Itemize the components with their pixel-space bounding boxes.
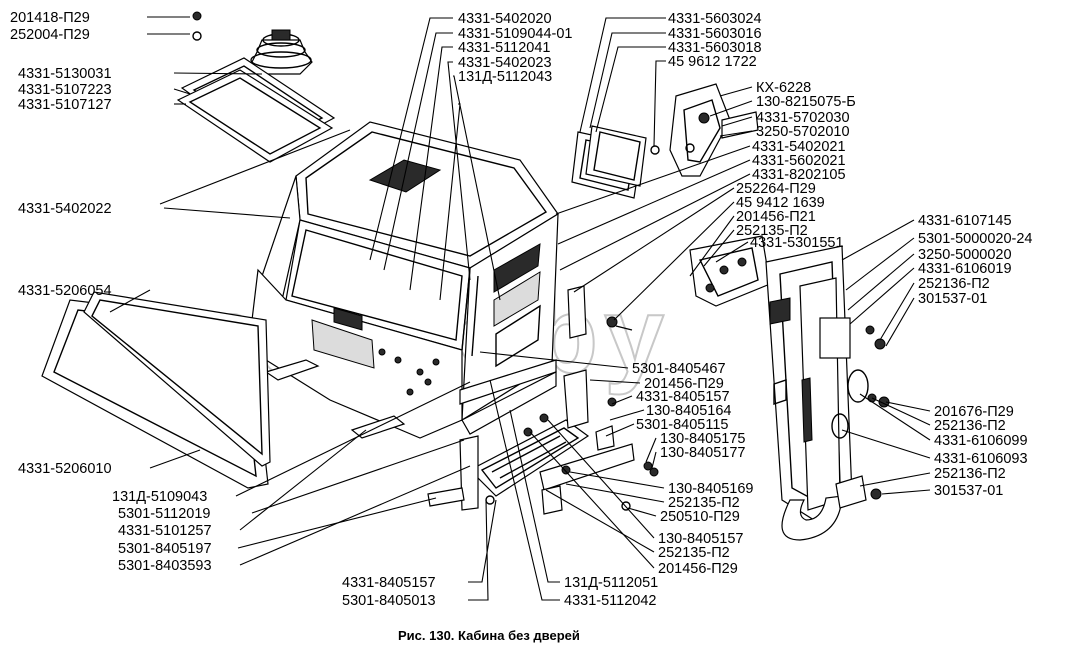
- part-label: 4331-5107223: [18, 82, 112, 98]
- part-label: 5301-8405197: [118, 541, 212, 557]
- part-label: 4331-5402022: [18, 201, 112, 217]
- part-label: 130-8405169: [668, 481, 753, 497]
- part-label: 201418-П29: [10, 10, 90, 26]
- part-label: 201456-П21: [736, 209, 816, 225]
- part-label: 130-8215075-Б: [756, 94, 856, 110]
- part-label: 4331-6106019: [918, 261, 1012, 277]
- part-label: 252004-П29: [10, 27, 90, 43]
- part-label: 5301-8403593: [118, 558, 212, 574]
- part-label: КХ-6228: [756, 80, 811, 96]
- part-label: 4331-5402021: [752, 139, 846, 155]
- part-label: 4331-5109044-01: [458, 26, 573, 42]
- part-label: 130-8405157: [658, 531, 743, 547]
- part-label: 4331-5130031: [18, 66, 112, 82]
- part-label: 4331-5603016: [668, 26, 762, 42]
- part-label: 131Д-5109043: [112, 489, 207, 505]
- part-label: 45 9412 1639: [736, 195, 825, 211]
- part-label: 4331-5301551: [750, 235, 844, 251]
- part-label: 4331-5603018: [668, 40, 762, 56]
- part-number-labels: 201418-П29 252004-П29 4331-5130031 4331-…: [10, 10, 1033, 609]
- part-label: 5301-8405115: [636, 417, 728, 433]
- part-label: 4331-8405157: [636, 389, 730, 405]
- part-label: 252136-П2: [918, 276, 990, 292]
- part-label: 201456-П29: [658, 561, 738, 577]
- part-label: 4331-5206054: [18, 283, 112, 299]
- part-label: 201456-П29: [644, 376, 724, 392]
- part-label: 130-8405175: [660, 431, 745, 447]
- part-label: 4331-5402023: [458, 55, 552, 71]
- part-label: 252135-П2: [668, 495, 740, 511]
- windshield-glass: [41, 291, 271, 489]
- part-label: 250510-П29: [660, 509, 740, 525]
- part-label: 301537-01: [934, 483, 1003, 499]
- part-label: 130-8405164: [646, 403, 731, 419]
- part-label: 252135-П2: [736, 223, 808, 239]
- part-label: 5301-5112019: [118, 506, 210, 522]
- part-label: 3250-5000020: [918, 247, 1012, 263]
- part-label: 4331-5402020: [458, 11, 552, 27]
- part-label: 252136-П2: [934, 466, 1006, 482]
- part-label: 4331-5107127: [18, 97, 112, 113]
- hood-lock-bracket: [567, 235, 771, 339]
- part-label: 5301-8405013: [342, 593, 436, 609]
- part-label: 4331-5603024: [668, 11, 762, 27]
- gear-lever-boot-assembly: [176, 11, 336, 163]
- part-label: 131Д-5112043: [458, 69, 552, 85]
- part-label: 130-8405177: [660, 445, 745, 461]
- cab-body: [251, 121, 559, 439]
- part-label: 5301-8405467: [632, 361, 726, 377]
- part-label: 4331-5112041: [458, 40, 550, 56]
- part-label: 252135-П2: [658, 545, 730, 561]
- part-label: 4331-6106093: [934, 451, 1028, 467]
- part-label: 4331-5702030: [756, 110, 850, 126]
- part-label: 4331-5112042: [564, 593, 656, 609]
- part-label: 5301-5000020-24: [918, 231, 1033, 247]
- cab-mount-bracket: [765, 245, 890, 541]
- part-drawings: [41, 11, 890, 541]
- rear-window-assembly: [571, 125, 660, 199]
- part-label: 4331-8202105: [752, 167, 846, 183]
- part-label: 4331-8405157: [342, 575, 436, 591]
- part-label: 4331-5206010: [18, 461, 112, 477]
- part-label: 252136-П2: [934, 418, 1006, 434]
- part-label: 4331-5101257: [118, 523, 212, 539]
- part-label: 201676-П29: [934, 404, 1014, 420]
- part-label: 4331-5602021: [752, 153, 846, 169]
- leader-lines: [109, 16, 931, 601]
- part-label: 4331-6106099: [934, 433, 1028, 449]
- part-label: 131Д-5112051: [564, 575, 658, 591]
- part-label: 3250-5702010: [756, 124, 850, 140]
- part-label: 4331-6107145: [918, 213, 1012, 229]
- step-assembly: [427, 369, 659, 515]
- part-label: 301537-01: [918, 291, 987, 307]
- figure-caption: Рис. 130. Кабина без дверей: [398, 628, 580, 643]
- part-label: 252264-П29: [736, 181, 816, 197]
- part-label: 45 9612 1722: [668, 54, 757, 70]
